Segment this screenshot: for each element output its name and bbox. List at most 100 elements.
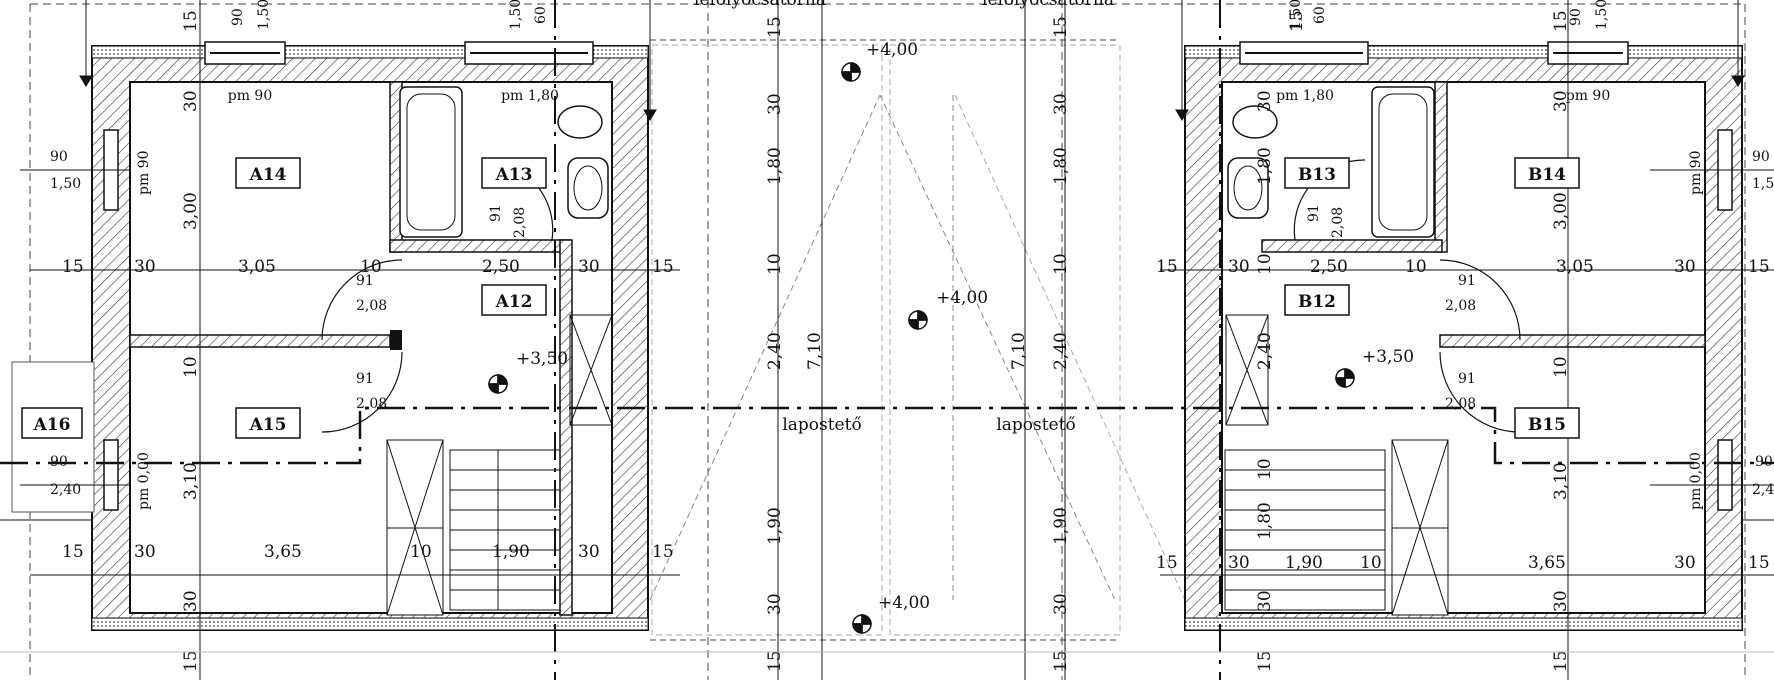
dim-b-10-bot: 10 [1360, 553, 1382, 573]
dim-a-v-30: 30 [181, 90, 201, 112]
window-a14-side-sill: pm 90 [136, 150, 152, 195]
dim-a-15-bot-r: 15 [652, 542, 674, 562]
dim-a-15-top-r: 15 [652, 257, 674, 277]
dim-b-30-top-r: 30 [1674, 257, 1696, 277]
room-a13-label: A13 [495, 165, 533, 185]
window-b14-label: pm 90 [1566, 88, 1611, 104]
dim-bl-v-180-b: 1,80 [1255, 502, 1275, 540]
window-a14-label: pm 90 [228, 88, 273, 104]
dim-b-190: 1,90 [1285, 553, 1323, 573]
dim-b-v-15-bot: 15 [1551, 650, 1571, 672]
dim-b-305: 3,05 [1556, 257, 1594, 277]
flat-roof-label-left: lapostető [782, 415, 861, 435]
dim-a-v-310: 3,10 [181, 462, 201, 500]
window-a14-side-width: 90 [50, 149, 68, 165]
level-roof-top-label: +4,00 [866, 40, 918, 60]
door-b13-width: 91 [1306, 204, 1322, 222]
dim-c2-v-30-bot: 30 [1051, 593, 1071, 615]
room-a15-label: A15 [249, 415, 287, 435]
gutter-label-right: lefolyócsatorna [982, 0, 1114, 10]
dim-b-15-top: 15 [1156, 257, 1178, 277]
window-b14-side-width: 90 [1752, 149, 1770, 165]
dim-bl-v-240: 2,40 [1255, 332, 1275, 370]
dim-c1-v-15-bot: 15 [765, 650, 785, 672]
window-a15-side-sill: pm 0,00 [136, 452, 152, 510]
dim-a-190: 1,90 [492, 542, 530, 562]
unit-b-walls [1184, 41, 1743, 631]
door-a13-height: 2,08 [512, 207, 528, 238]
level-marker-roof-mid [908, 310, 928, 330]
dim-c2-v-190: 1,90 [1051, 507, 1071, 545]
window-b13-top-height: 1,50 [1288, 0, 1304, 30]
flat-roof-label-right: lapostető [996, 415, 1075, 435]
level-marker-roof-bottom [852, 614, 872, 634]
room-a14-label: A14 [249, 165, 287, 185]
window-a15-side-width: 90 [50, 454, 68, 470]
dim-a-365: 3,65 [264, 542, 302, 562]
dim-bl-v-10-b: 10 [1255, 458, 1275, 480]
level-roof-mid-label: +4,00 [936, 288, 988, 308]
dim-c2-v-15-top: 15 [1051, 16, 1071, 38]
dim-c1-v-15-top: 15 [765, 16, 785, 38]
level-marker-floor-b [1335, 368, 1355, 388]
level-marker-roof-top [841, 62, 861, 82]
dim-a-10-bot: 10 [410, 542, 432, 562]
dim-c2-v-15-bot: 15 [1051, 650, 1071, 672]
dim-b-30-bot-r: 30 [1674, 553, 1696, 573]
window-b14-top-width: 90 [1568, 8, 1584, 26]
dim-b-v-310: 3,10 [1551, 462, 1571, 500]
gutter-label-left: lefolyócsatorna [694, 0, 826, 10]
door-a13-width: 91 [488, 204, 504, 222]
window-a15-side-height: 2,40 [50, 482, 81, 498]
dim-c1-v-30-bot: 30 [765, 593, 785, 615]
dim-c2-v-240: 2,40 [1051, 332, 1071, 370]
level-roof-bottom-label: +4,00 [878, 593, 930, 613]
dim-bl-v-15-bot: 15 [1255, 650, 1275, 672]
dim-bl-v-30-bot: 30 [1255, 590, 1275, 612]
dim-c1-v-190: 1,90 [765, 507, 785, 545]
window-b13-label: pm 1,80 [1276, 88, 1334, 104]
window-a14-top-width: 90 [230, 8, 246, 26]
room-tags [21, 157, 1580, 439]
room-b12-label: B12 [1298, 292, 1336, 312]
window-a14-top-height: 1,50 [256, 0, 272, 30]
level-marker-floor-a [488, 374, 508, 394]
dim-a-v-15-top: 15 [181, 10, 201, 32]
level-floor-a-label: +3,50 [516, 349, 568, 369]
dim-a-15-bot: 15 [62, 542, 84, 562]
dim-a-250: 2,50 [482, 257, 520, 277]
dim-a-v-10: 10 [181, 356, 201, 378]
dim-bl-v-30: 30 [1255, 90, 1275, 112]
dim-a-305: 3,05 [238, 257, 276, 277]
thin-grid [0, 519, 1774, 653]
dim-a-30-bot: 30 [134, 542, 156, 562]
dim-c1-v-10: 10 [765, 253, 785, 275]
door-b14-height: 2,08 [1445, 298, 1476, 314]
room-b13-label: B13 [1298, 165, 1336, 185]
dim-b-v-30: 30 [1551, 90, 1571, 112]
level-floor-b-label: +3,50 [1362, 347, 1414, 367]
dim-a-15-top: 15 [62, 257, 84, 277]
gutter-arrows [79, 0, 1745, 121]
window-b15-side-width: 90 [1755, 454, 1773, 470]
window-a13-top-height: 1,50 [508, 0, 524, 30]
dim-b-v-300: 3,00 [1551, 192, 1571, 230]
dim-b-15-bot: 15 [1156, 553, 1178, 573]
dim-a-v-300: 3,00 [181, 192, 201, 230]
dim-c2-v-10: 10 [1051, 253, 1071, 275]
level-markers [488, 62, 1355, 634]
door-a14-height: 2,08 [356, 298, 387, 314]
dim-b-10-top: 10 [1405, 257, 1427, 277]
dim-a-v-15-bot: 15 [181, 650, 201, 672]
dim-a-v-30-bot: 30 [181, 590, 201, 612]
room-a12-label: A12 [495, 292, 533, 312]
window-a13-top-width: 60 [533, 6, 549, 24]
window-b15-side-height: 2,40 [1752, 482, 1774, 498]
door-b15-width: 91 [1458, 371, 1476, 387]
dim-a-30-bot-r: 30 [578, 542, 600, 562]
window-a13-label: pm 1,80 [501, 88, 559, 104]
room-b14-label: B14 [1528, 165, 1566, 185]
dim-a-10-top: 10 [360, 257, 382, 277]
dim-b-v-30-bot: 30 [1551, 590, 1571, 612]
